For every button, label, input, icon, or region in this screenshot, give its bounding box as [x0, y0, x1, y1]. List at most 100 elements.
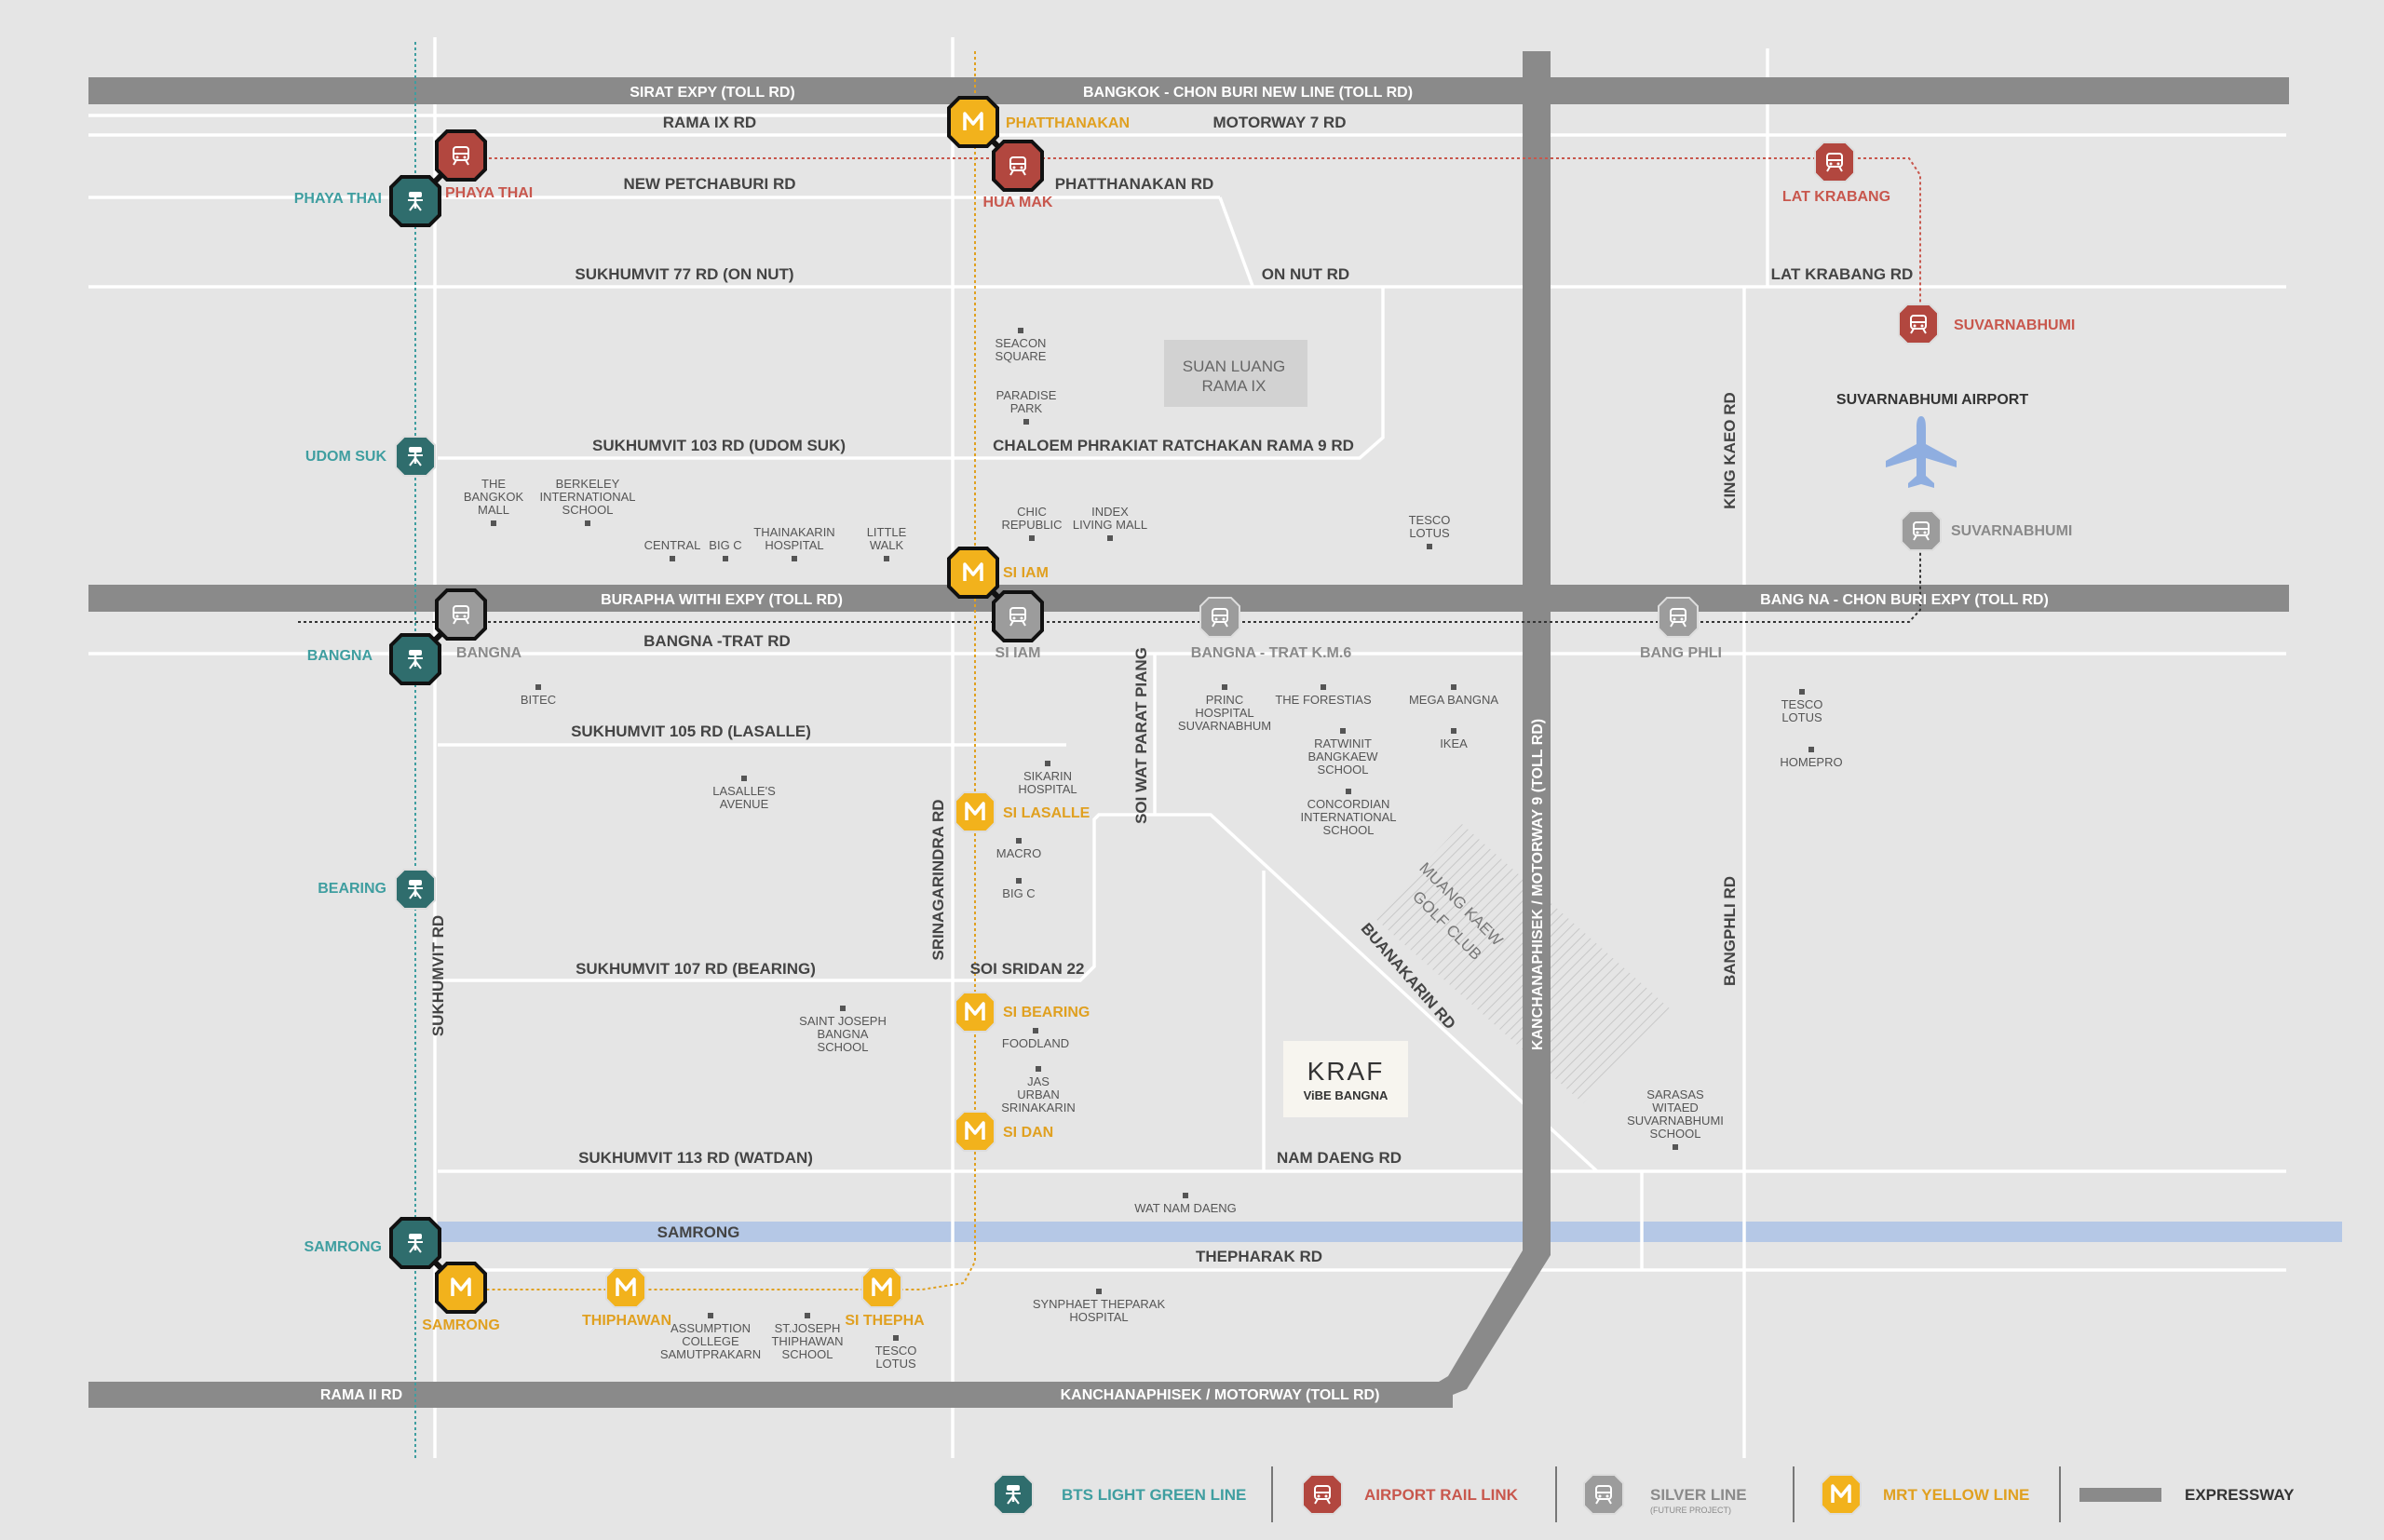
poi-bitec[interactable]: BITEC	[521, 684, 556, 707]
poi-homepro[interactable]: HOMEPRO	[1780, 747, 1843, 769]
poi-label-line: LOTUS	[875, 1357, 916, 1371]
poi-label-line: AVENUE	[720, 797, 769, 811]
poi-central[interactable]: CENTRAL	[644, 538, 701, 561]
legend-bts: BTS LIGHT GREEN LINE	[993, 1474, 1246, 1515]
bts-station-phaya-thai[interactable]	[389, 175, 441, 227]
label-burapha: BURAPHA WITHI EXPY (TOLL RD)	[601, 592, 843, 608]
label-srinagarindra: SRINAGARINDRA RD	[929, 799, 947, 960]
silver-station-bangna[interactable]	[435, 588, 487, 641]
label-bts-phaya-thai: PHAYA THAI	[294, 191, 382, 207]
mrt-station-si-thepha[interactable]	[861, 1267, 902, 1308]
label-arl-suvarnabhumi: SUVARNABHUMI	[1954, 317, 2075, 333]
label-mrt-si-bearing: SI BEARING	[1003, 1005, 1090, 1020]
stations	[389, 96, 1942, 1314]
mrt-station-si-bearing[interactable]	[955, 992, 996, 1033]
mrt-station-si-lasalle[interactable]	[955, 791, 996, 832]
arl-station-hua-mak[interactable]	[992, 140, 1044, 192]
poi-label-line: SRINAKARIN	[1001, 1101, 1075, 1114]
mrt-station-si-dan[interactable]	[955, 1111, 996, 1152]
label-silver-km6: BANGNA - TRAT K.M.6	[1191, 645, 1352, 661]
label-mrt-si-dan: SI DAN	[1003, 1125, 1053, 1141]
label-arl-hua-mak: HUA MAK	[983, 195, 1053, 210]
arl-station-phaya-thai[interactable]	[435, 129, 487, 182]
poi-label-line: HOSPITAL	[1195, 706, 1253, 720]
poi-bigc-2[interactable]: BIG C	[1002, 878, 1036, 900]
poi-foodland[interactable]: FOODLAND	[1002, 1028, 1069, 1050]
silver-station-bangna-trat-km6[interactable]	[1199, 597, 1240, 638]
silver-station-suvarnabhumi[interactable]	[1901, 510, 1942, 551]
poi-label-line: SCHOOL	[782, 1347, 833, 1361]
poi-label-line: MALL	[478, 503, 509, 517]
project-box	[1283, 1041, 1408, 1117]
poi-label-line: SUVARNABHUMI	[1627, 1114, 1724, 1128]
bts-station-samrong[interactable]	[389, 1217, 441, 1269]
poi-marker	[884, 556, 889, 561]
label-sukhumvit-rd: SUKHUMVIT RD	[429, 915, 447, 1036]
airplane-icon	[1886, 416, 1957, 488]
poi-macro[interactable]: MACRO	[996, 838, 1041, 860]
label-silver-si-iam: SI IAM	[996, 645, 1041, 661]
label-samrong-canal: SAMRONG	[657, 1223, 740, 1241]
label-mrt-si-lasalle: SI LASALLE	[1003, 805, 1090, 821]
silver-station-si-iam[interactable]	[992, 590, 1044, 642]
poi-label-line: CONCORDIAN	[1307, 797, 1390, 811]
label-soi-sridan22: SOI SRIDAN 22	[970, 960, 1085, 978]
poi-marker	[1427, 544, 1432, 549]
poi-label-line: REPUBLIC	[1001, 518, 1062, 532]
poi-label-line: JAS	[1027, 1074, 1050, 1088]
label-arl-phaya-thai: PHAYA THAI	[445, 185, 533, 201]
poi-mega[interactable]: MEGA BANGNA	[1409, 684, 1498, 707]
bts-station-udom-suk[interactable]	[395, 436, 436, 477]
poi-ikea[interactable]: IKEA	[1440, 728, 1468, 750]
bts-station-bearing[interactable]	[395, 869, 436, 910]
silver-station-bang-phli[interactable]	[1658, 597, 1699, 638]
poi-wat-nam-daeng[interactable]: WAT NAM DAENG	[1134, 1193, 1237, 1215]
project-marker[interactable]: KRAF ViBE BANGNA	[1283, 1041, 1408, 1117]
poi-marker	[1346, 789, 1351, 794]
bts-station-bangna[interactable]	[389, 633, 441, 685]
silver-line	[298, 531, 1921, 623]
poi-forestias[interactable]: THE FORESTIAS	[1275, 684, 1372, 707]
arl-station-lat-krabang[interactable]	[1814, 142, 1855, 182]
label-silver-suvarnabhumi: SUVARNABHUMI	[1951, 523, 2072, 539]
poi-label-line: IKEA	[1440, 736, 1468, 750]
arl-station-suvarnabhumi[interactable]	[1898, 304, 1939, 344]
mrt-station-samrong[interactable]	[435, 1262, 487, 1314]
poi-label-line: THE	[481, 477, 506, 491]
poi-label-line: LASALLE'S	[712, 784, 776, 798]
poi-marker	[491, 520, 496, 526]
poi-label-line: HOSPITAL	[765, 538, 823, 552]
legend-silver-label: SILVER LINE	[1650, 1486, 1747, 1504]
poi-marker	[840, 1006, 846, 1011]
mrt-station-si-iam[interactable]	[947, 547, 999, 599]
mrt-station-thiphawan[interactable]	[605, 1267, 646, 1308]
poi-bigc-1[interactable]: BIG C	[709, 538, 742, 561]
poi-label-line: URBAN	[1017, 1087, 1060, 1101]
poi-marker	[1799, 689, 1805, 695]
mrt-station-phatthanakan[interactable]	[947, 96, 999, 148]
poi-marker	[1029, 535, 1035, 541]
poi-label-line: SUVARNABHUM	[1178, 719, 1271, 733]
